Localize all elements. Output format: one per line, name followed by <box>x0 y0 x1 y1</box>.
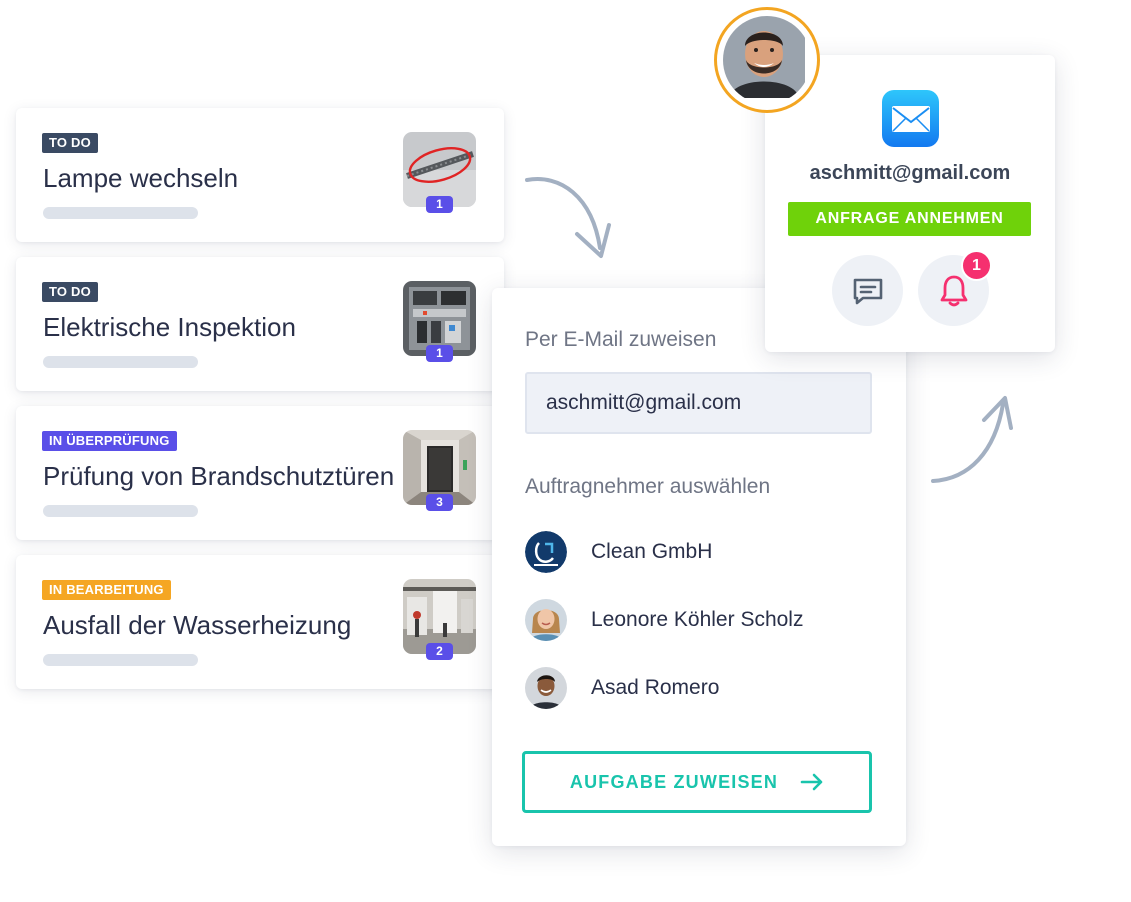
progress-placeholder <box>43 207 198 219</box>
avatar <box>525 599 567 641</box>
email-label: Per E-Mail zuweisen <box>525 328 717 351</box>
photo-count-badge: 2 <box>426 643 453 660</box>
mail-icon <box>882 90 939 147</box>
chat-button[interactable] <box>832 255 903 326</box>
assign-panel: Per E-Mail zuweisen Auftragnehmer auswäh… <box>492 288 906 846</box>
photo-count-badge: 1 <box>426 345 453 362</box>
assign-button-label: AUFGABE ZUWEISEN <box>569 771 779 792</box>
contractor-item-leonore[interactable]: Leonore Köhler Scholz <box>525 598 865 642</box>
task-title: Prüfung von Brandschutztüren <box>43 461 395 491</box>
arrow-right-icon <box>800 773 824 791</box>
contractor-item-asad[interactable]: Asad Romero <box>525 666 865 710</box>
task-photo[interactable] <box>403 281 476 356</box>
avatar <box>525 667 567 709</box>
accept-request-button[interactable]: ANFRAGE ANNEHMEN <box>788 202 1031 236</box>
profile-avatar <box>714 7 820 113</box>
task-title: Elektrische Inspektion <box>43 312 296 342</box>
chat-icon <box>853 278 882 304</box>
photo-count-badge: 1 <box>426 196 453 213</box>
email-input[interactable] <box>525 372 872 434</box>
contractor-name: Leonore Köhler Scholz <box>591 608 804 631</box>
task-photo[interactable] <box>403 579 476 654</box>
task-card-2[interactable]: TO DO Elektrische Inspektion 1 <box>16 257 504 391</box>
task-photo[interactable] <box>403 132 476 207</box>
flow-arrow-icon <box>931 396 1013 483</box>
flow-arrow-icon <box>525 177 611 258</box>
progress-placeholder <box>43 505 198 517</box>
task-photo[interactable] <box>403 430 476 505</box>
bell-icon <box>940 275 967 306</box>
task-card-3[interactable]: IN ÜBERPRÜFUNG Prüfung von Brandschutztü… <box>16 406 504 540</box>
notification-count-badge: 1 <box>961 250 992 281</box>
status-badge: IN BEARBEITUNG <box>42 580 171 600</box>
contractor-name: Asad Romero <box>591 676 720 699</box>
photo-count-badge: 3 <box>426 494 453 511</box>
assign-task-button[interactable]: AUFGABE ZUWEISEN <box>522 751 872 813</box>
progress-placeholder <box>43 356 198 368</box>
status-badge: TO DO <box>42 282 98 302</box>
status-badge: TO DO <box>42 133 98 153</box>
contractor-label: Auftragnehmer auswählen <box>525 475 771 498</box>
progress-placeholder <box>43 654 198 666</box>
task-title: Ausfall der Wasserheizung <box>43 610 352 640</box>
task-title: Lampe wechseln <box>43 163 239 193</box>
request-card: aschmitt@gmail.com ANFRAGE ANNEHMEN 1 <box>765 55 1055 352</box>
task-card-4[interactable]: IN BEARBEITUNG Ausfall der Wasserheizung… <box>16 555 504 689</box>
request-email: aschmitt@gmail.com <box>809 162 1011 184</box>
status-badge: IN ÜBERPRÜFUNG <box>42 431 177 451</box>
contractor-item-clean-gmbh[interactable]: Clean GmbH <box>525 530 865 574</box>
contractor-name: Clean GmbH <box>591 540 713 563</box>
company-logo-icon <box>525 531 567 573</box>
task-card-1[interactable]: TO DO Lampe wechseln 1 <box>16 108 504 242</box>
